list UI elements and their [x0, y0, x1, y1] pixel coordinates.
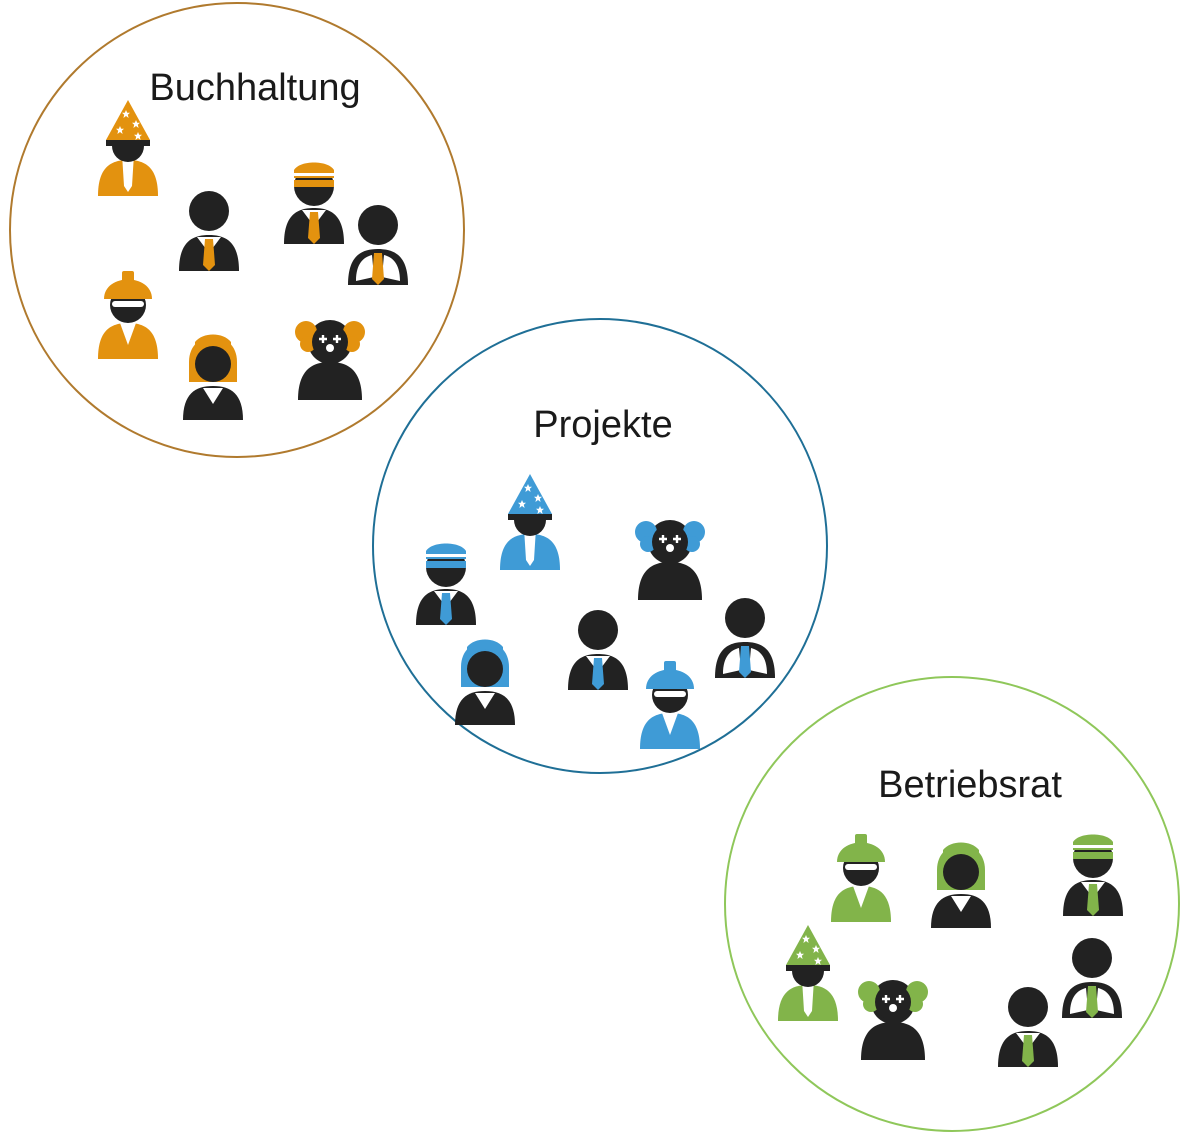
- open-collar-person-icon: [348, 205, 408, 285]
- people-cluster: [98, 100, 408, 420]
- business-person-icon: [568, 610, 628, 690]
- helmet-worker-icon: [98, 271, 158, 359]
- people-cluster: [778, 834, 1123, 1067]
- clown-person-icon: [635, 520, 705, 600]
- group-title: Buchhaltung: [149, 67, 360, 109]
- business-person-icon: [179, 191, 239, 271]
- group-title: Projekte: [533, 404, 672, 446]
- woman-person-icon: [931, 842, 991, 928]
- clown-person-icon: [295, 320, 365, 400]
- group-ring: [372, 318, 828, 774]
- group-ring: [724, 676, 1180, 1132]
- people-cluster: [416, 474, 775, 749]
- group-betriebsrat: Betriebsrat: [724, 676, 1180, 1132]
- group-buchhaltung: Buchhaltung: [9, 2, 465, 458]
- business-person-icon: [998, 987, 1058, 1067]
- group-ring: [9, 2, 465, 458]
- group-projekte: Projekte: [372, 318, 828, 774]
- helmet-worker-icon: [831, 834, 891, 922]
- open-collar-person-icon: [1062, 938, 1122, 1018]
- group-title: Betriebsrat: [878, 764, 1062, 806]
- woman-person-icon: [183, 334, 243, 420]
- wizard-person-icon: [98, 100, 158, 196]
- headband-person-icon: [284, 162, 344, 244]
- open-collar-person-icon: [715, 598, 775, 678]
- wizard-person-icon: [778, 925, 838, 1021]
- clown-person-icon: [858, 980, 928, 1060]
- helmet-worker-icon: [640, 661, 700, 749]
- headband-person-icon: [1063, 834, 1123, 916]
- woman-person-icon: [455, 639, 515, 725]
- wizard-person-icon: [500, 474, 560, 570]
- headband-person-icon: [416, 543, 476, 625]
